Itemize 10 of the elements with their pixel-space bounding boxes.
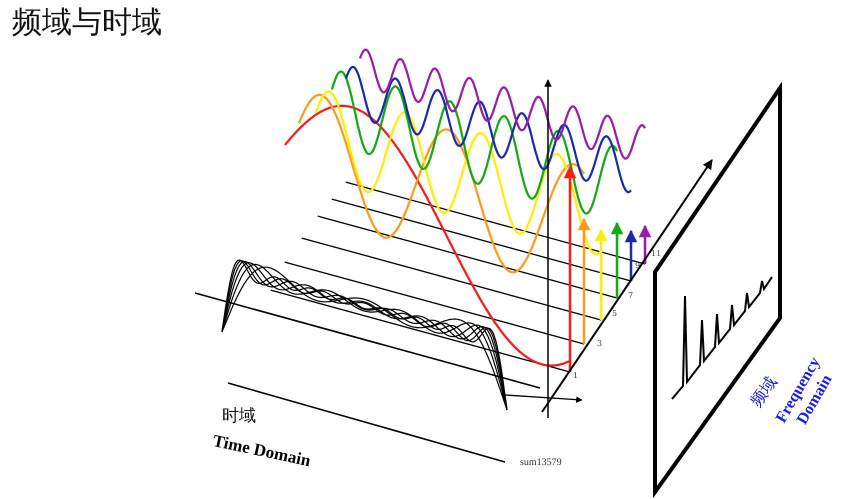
tick-label: 9 (635, 262, 640, 270)
axis-label: Time Domain (211, 432, 312, 470)
tick-label: 5 (612, 310, 618, 318)
tick-label: 1 (573, 372, 578, 380)
tick-label: 7 (628, 292, 634, 300)
axis-label: 时域 (222, 408, 256, 425)
tick-label: 3 (597, 340, 602, 348)
caption-text: sum13579 (520, 458, 562, 468)
page-title: 频域与时域 (12, 8, 162, 38)
tick-label: 11 (651, 250, 662, 258)
